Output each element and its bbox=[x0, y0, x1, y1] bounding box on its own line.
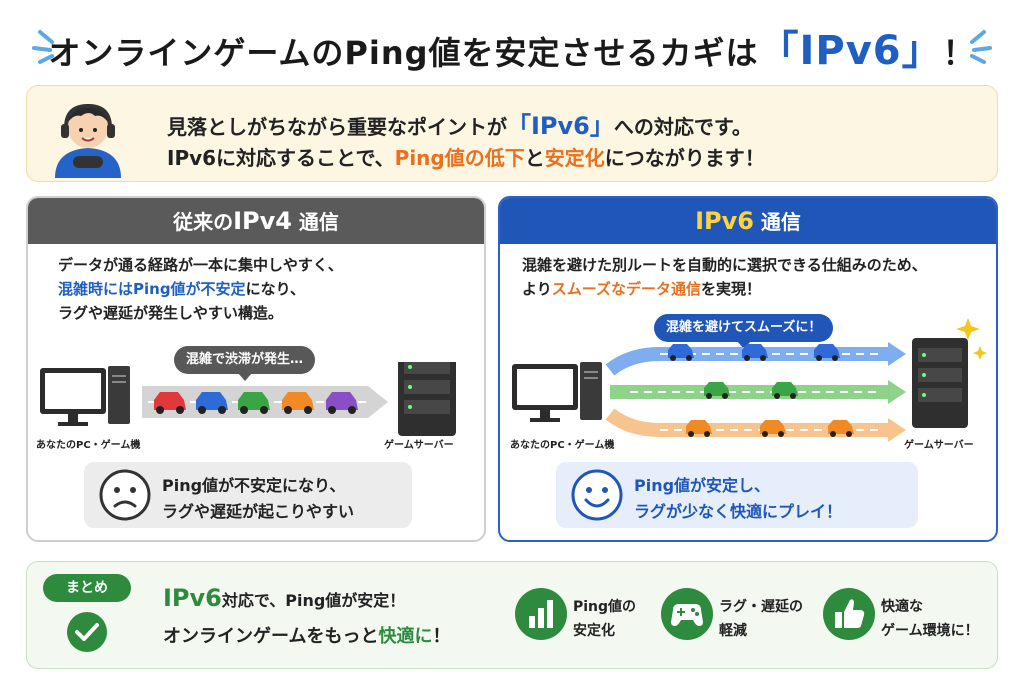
feature-ping-stable: Ping値の 安定化 bbox=[513, 586, 663, 646]
ipv4-panel-header: 従来のIPv4 通信 bbox=[28, 198, 484, 244]
monitor-icon bbox=[40, 368, 106, 426]
car-icon bbox=[668, 344, 694, 361]
car-icon bbox=[704, 382, 730, 399]
ipv4-desc-3: ラグや遅延が発生しやすい構造。 bbox=[58, 304, 283, 322]
car-icon bbox=[686, 420, 712, 437]
intro-line-1: 見落としがちながら重要なポイントが「IPv6」への対応です。 bbox=[167, 112, 752, 140]
server-icon bbox=[912, 338, 968, 428]
ipv4-result-line-1: Ping値が不安定になり、 bbox=[162, 476, 346, 495]
ipv6-pc-label: あなたのPC・ゲーム機 bbox=[510, 440, 615, 451]
car-icon bbox=[760, 420, 786, 437]
ipv6-result-box: Ping値が安定し、 ラグが少なく快適にプレイ！ bbox=[556, 462, 918, 528]
burst-icon bbox=[32, 30, 54, 64]
car-icon bbox=[238, 392, 270, 414]
ipv6-result-line-1: Ping値が安定し、 bbox=[634, 476, 771, 495]
sparkle-icon bbox=[956, 318, 987, 360]
ipv4-desc-1: データが通る経路が一本に集中しやすく、 bbox=[58, 256, 343, 274]
pc-tower-icon bbox=[580, 362, 602, 420]
ipv4-result-box: Ping値が不安定になり、 ラグや遅延が起こりやすい bbox=[84, 462, 412, 528]
intro-box: 見落としがちながら重要なポイントが「IPv6」への対応です。 IPv6に対応する… bbox=[26, 85, 998, 182]
ipv6-desc-1: 混雑を避けた別ルートを自動的に選択できる仕組みのため、 bbox=[522, 256, 927, 274]
car-icon bbox=[814, 344, 840, 361]
car-icon bbox=[742, 344, 768, 361]
gamer-avatar-icon bbox=[55, 103, 121, 178]
ipv6-route-diagram bbox=[512, 318, 987, 442]
title-highlight: 「IPv6」 bbox=[758, 28, 943, 74]
server-icon bbox=[398, 362, 456, 436]
smile-face-icon bbox=[571, 469, 623, 521]
burst-icon bbox=[970, 30, 992, 64]
car-icon bbox=[326, 392, 358, 414]
ipv6-result-line-2: ラグが少なく快適にプレイ！ bbox=[634, 502, 843, 521]
ipv4-panel: 従来のIPv4 通信 データが通る経路が一本に集中しやすく、 混雑時にはPing… bbox=[26, 196, 486, 542]
car-icon bbox=[772, 382, 798, 399]
title-suffix: ！ bbox=[942, 34, 976, 72]
ipv4-desc-2: 混雑時にはPing値が不安定になり、 bbox=[58, 280, 305, 298]
ipv6-smooth-callout: 混雑を避けてスムーズに！ bbox=[654, 314, 834, 349]
title-prefix: オンラインゲームのPing値を安定させるカギは bbox=[48, 34, 759, 72]
thumbs-up-icon bbox=[823, 588, 875, 640]
summary-line-2: オンラインゲームをもっと快適に！ bbox=[163, 626, 451, 647]
gamepad-icon bbox=[661, 588, 713, 640]
ipv6-desc-2: よりスムーズなデータ通信を実現！ bbox=[522, 280, 761, 298]
ipv4-route-diagram bbox=[40, 362, 456, 436]
ipv4-result-line-2: ラグや遅延が起こりやすい bbox=[162, 502, 355, 521]
summary-badge: まとめ bbox=[43, 574, 131, 602]
car-icon bbox=[196, 392, 228, 414]
ipv6-panel: IPv6 通信 混雑を避けた別ルートを自動的に選択できる仕組みのため、 よりスム… bbox=[498, 196, 998, 542]
car-icon bbox=[154, 392, 186, 414]
check-icon bbox=[67, 612, 107, 652]
page-title: オンラインゲームのPing値を安定させるカギは「IPv6」！ bbox=[0, 18, 1024, 74]
car-icon bbox=[282, 392, 314, 414]
bar-chart-icon bbox=[515, 588, 567, 640]
summary-box: まとめ IPv6対応で、Ping値が安定！ オンラインゲームをもっと快適に！ P… bbox=[26, 561, 998, 669]
feature-comfortable-env: 快適な ゲーム環境に！ bbox=[821, 586, 979, 646]
pc-tower-icon bbox=[108, 366, 130, 424]
ipv6-server-label: ゲームサーバー bbox=[904, 440, 974, 451]
ipv4-congestion-callout: 混雑で渋滞が発生… bbox=[174, 346, 316, 381]
monitor-icon bbox=[512, 364, 578, 422]
feature-lag-reduction: ラグ・遅延の 軽減 bbox=[659, 586, 809, 646]
ipv6-panel-header: IPv6 通信 bbox=[500, 198, 996, 244]
ipv4-server-label: ゲームサーバー bbox=[384, 440, 454, 451]
car-icon bbox=[828, 420, 854, 437]
summary-line-1: IPv6対応で、Ping値が安定！ bbox=[163, 584, 406, 612]
intro-line-2: IPv6に対応することで、Ping値の低下と安定化につながります！ bbox=[167, 146, 765, 170]
sad-face-icon bbox=[99, 469, 151, 521]
ipv4-pc-label: あなたのPC・ゲーム機 bbox=[36, 440, 141, 451]
